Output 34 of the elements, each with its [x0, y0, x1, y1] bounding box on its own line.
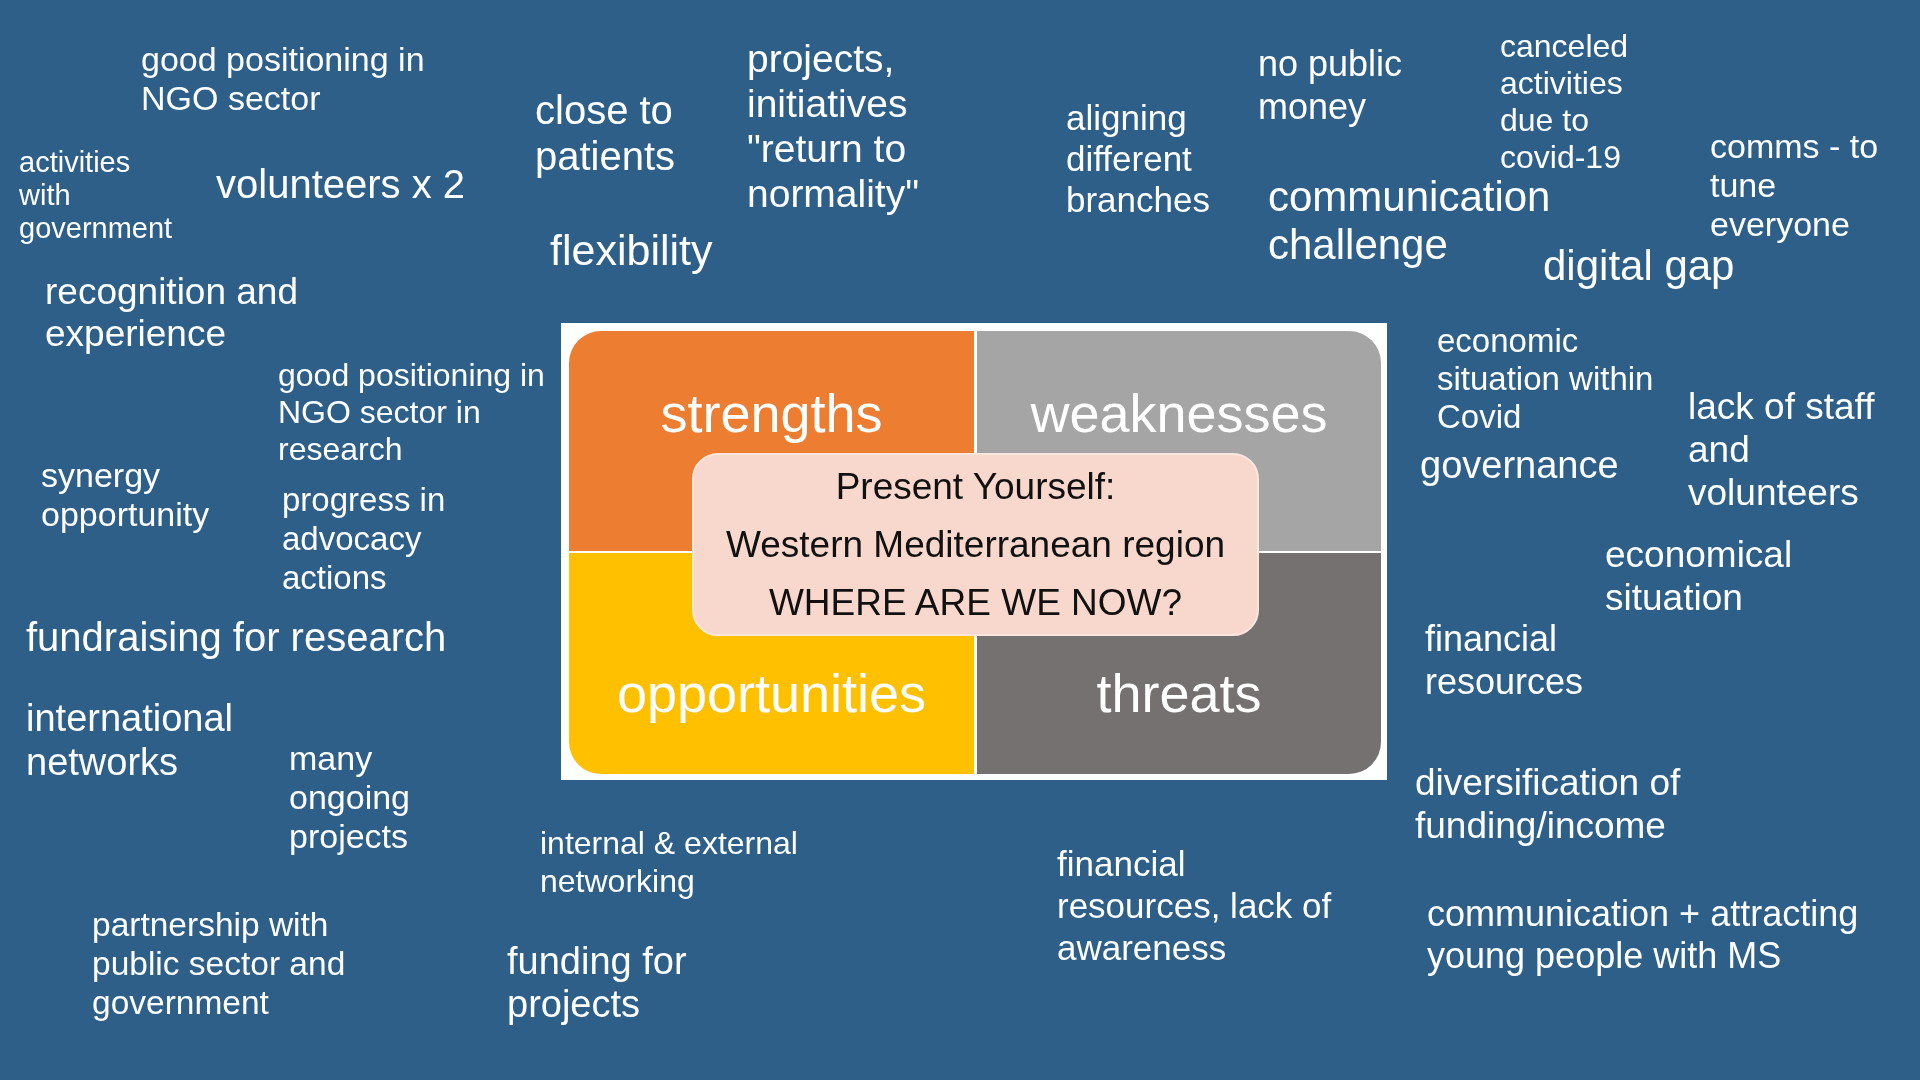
note-text: comms - to tune everyone — [1710, 127, 1879, 244]
note-text: diversification of funding/income — [1415, 761, 1681, 847]
panel-text: Present Yourself: — [835, 464, 1116, 509]
note-text: canceled activities due to covid-19 — [1500, 28, 1629, 176]
note-text: communication + attracting young people with MS — [1427, 893, 1859, 977]
note-text: internal & external networking — [540, 824, 798, 900]
note-text: synergy opportunity — [41, 456, 210, 534]
note-text: financial resources — [1425, 617, 1584, 703]
note-text: good positioning in NGO sector — [141, 40, 425, 118]
quadrant-title: weaknesses — [1030, 386, 1328, 440]
note-text: economic situation within Covid — [1437, 322, 1654, 436]
note-text: no public money — [1258, 42, 1403, 128]
note-text: fundraising for research — [26, 614, 447, 660]
note-text: aligning different branches — [1066, 97, 1210, 220]
note-text: projects, initiatives "return to normality" — [747, 36, 920, 216]
panel-text: WHERE ARE WE NOW? — [768, 580, 1183, 625]
note-text: many ongoing projects — [289, 739, 410, 856]
note-text: funding for projects — [507, 940, 687, 1026]
title-panel — [692, 453, 1259, 636]
note-text: economical situation — [1605, 533, 1793, 619]
note-text: financial resources, lack of awareness — [1057, 843, 1332, 969]
quadrant-title: threats — [1096, 666, 1262, 720]
note-text: flexibility — [550, 226, 713, 275]
note-text: volunteers x 2 — [216, 161, 466, 207]
panel-text: Western Mediterranean region — [725, 522, 1226, 567]
note-text: international networks — [26, 696, 234, 784]
note-text: good positioning in NGO sector in research — [278, 357, 545, 468]
note-text: governance — [1420, 443, 1619, 487]
note-text: partnership with public sector and government — [92, 905, 346, 1022]
note-text: activities with government — [19, 146, 173, 245]
note-text: progress in advocacy actions — [282, 480, 446, 597]
note-text: recognition and experience — [45, 271, 299, 355]
note-text: lack of staff and volunteers — [1688, 385, 1875, 514]
note-text: close to patients — [535, 87, 676, 179]
